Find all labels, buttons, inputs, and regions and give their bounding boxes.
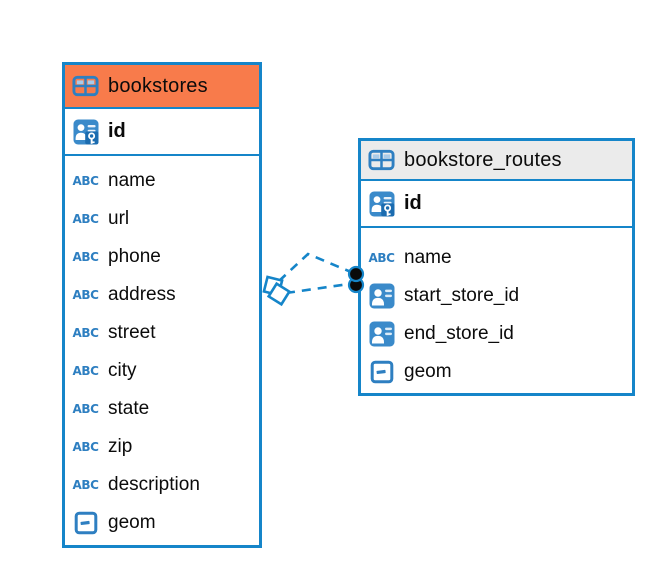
primary-key-icon	[368, 191, 395, 217]
column-row-geom[interactable]: geom	[361, 353, 632, 391]
text-type-icon: ABC	[72, 402, 99, 416]
column-name: city	[108, 360, 137, 381]
column-name: geom	[404, 361, 452, 382]
text-type-icon: ABC	[72, 288, 99, 302]
column-name: address	[108, 284, 176, 305]
text-type-icon: ABC	[72, 478, 99, 492]
entity-bookstore-routes[interactable]: bookstore_routes id ABC name start_store…	[358, 138, 635, 396]
geometry-type-icon	[368, 359, 395, 385]
foreign-key-icon	[368, 321, 395, 347]
column-name: end_store_id	[404, 323, 514, 344]
column-name: id	[108, 120, 126, 142]
foreign-key-icon	[368, 283, 395, 309]
text-type-icon: ABC	[72, 174, 99, 188]
column-name: phone	[108, 246, 161, 267]
column-row-phone[interactable]: ABC phone	[65, 238, 259, 276]
column-list: ABC name start_store_id end_store_id geo…	[361, 228, 632, 393]
column-row-address[interactable]: ABC address	[65, 276, 259, 314]
column-name: street	[108, 322, 156, 343]
pk-row-bookstores-id[interactable]: id	[65, 109, 259, 156]
column-row-url[interactable]: ABC url	[65, 200, 259, 238]
column-name: name	[404, 247, 452, 268]
relationship-diamond-markers[interactable]	[262, 275, 292, 307]
column-name: name	[108, 170, 156, 191]
column-row-geom[interactable]: geom	[65, 504, 259, 542]
column-row-description[interactable]: ABC description	[65, 466, 259, 504]
geometry-type-icon	[72, 510, 99, 536]
column-name: url	[108, 208, 130, 229]
column-list: ABC name ABC url ABC phone ABC address A…	[65, 156, 259, 545]
table-icon	[368, 147, 395, 173]
column-row-name[interactable]: ABC name	[361, 239, 632, 277]
column-row-name[interactable]: ABC name	[65, 162, 259, 200]
column-row-zip[interactable]: ABC zip	[65, 428, 259, 466]
entity-bookstores-header[interactable]: bookstores	[65, 65, 259, 109]
column-name: start_store_id	[404, 285, 520, 306]
entity-bookstore-routes-header[interactable]: bookstore_routes	[361, 141, 632, 181]
diamond-marker[interactable]	[266, 281, 292, 307]
entity-title: bookstores	[108, 74, 208, 97]
entity-title: bookstore_routes	[404, 148, 562, 171]
column-row-start-store-id[interactable]: start_store_id	[361, 277, 632, 315]
primary-key-icon	[72, 119, 99, 145]
relationship-line-2[interactable]	[285, 282, 350, 295]
column-name: geom	[108, 512, 156, 533]
column-row-street[interactable]: ABC street	[65, 314, 259, 352]
column-row-end-store-id[interactable]: end_store_id	[361, 315, 632, 353]
column-row-state[interactable]: ABC state	[65, 390, 259, 428]
text-type-icon: ABC	[72, 440, 99, 454]
column-name: description	[108, 474, 200, 495]
table-icon	[72, 73, 99, 99]
column-name: zip	[108, 436, 133, 457]
text-type-icon: ABC	[72, 250, 99, 264]
text-type-icon: ABC	[368, 251, 395, 265]
relationship-line-1[interactable]	[278, 252, 352, 282]
diamond-marker[interactable]	[262, 275, 284, 297]
text-type-icon: ABC	[72, 364, 99, 378]
text-type-icon: ABC	[72, 326, 99, 340]
pk-row-routes-id[interactable]: id	[361, 181, 632, 228]
column-name: id	[404, 192, 422, 214]
entity-bookstores[interactable]: bookstores id ABC name ABC url ABC phone…	[62, 62, 262, 548]
column-name: state	[108, 398, 150, 419]
column-row-city[interactable]: ABC city	[65, 352, 259, 390]
text-type-icon: ABC	[72, 212, 99, 226]
